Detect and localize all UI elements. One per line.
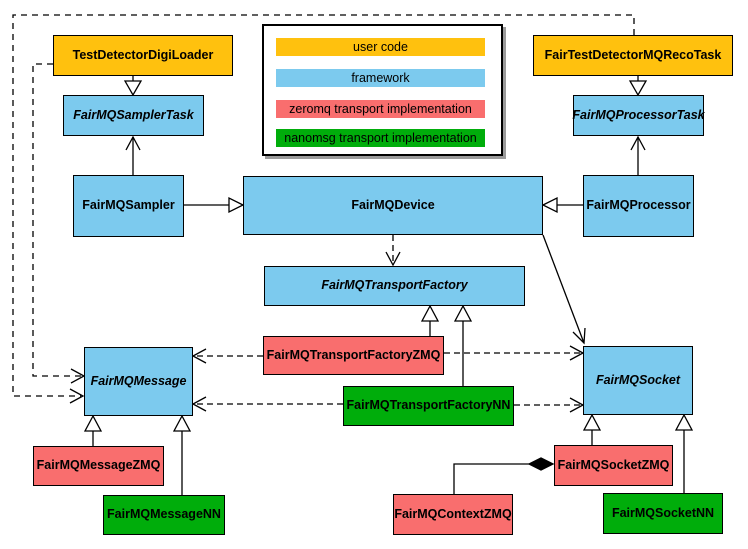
edge-socketnn-socket: [674, 413, 694, 493]
edge-tfnn-message: [191, 396, 343, 412]
edge-processor-processortask: [630, 135, 646, 175]
legend-box: user code framework zeromq transport imp…: [262, 24, 503, 156]
node-fairmqmessage: FairMQMessage: [84, 347, 193, 416]
legend-item-nanomsg: nanomsg transport implementation: [276, 129, 485, 147]
node-fairtestdetectormqrecotask: FairTestDetectorMQRecoTask: [533, 35, 733, 76]
node-fairmqmessagenn: FairMQMessageNN: [103, 495, 225, 535]
edge-tfzmq-message: [191, 348, 263, 364]
legend-item-zeromq: zeromq transport implementation: [276, 100, 485, 118]
node-testdetectordigiloader: TestDetectorDigiLoader: [53, 35, 233, 76]
edge-messagenn-message: [172, 414, 192, 495]
edge-device-socket: [542, 234, 586, 345]
edge-contextzmq-socketzmq: [453, 457, 555, 494]
node-fairmqtransportfactorynn: FairMQTransportFactoryNN: [343, 386, 514, 426]
edge-socketzmq-socket: [582, 413, 602, 445]
node-fairmqcontextzmq: FairMQContextZMQ: [393, 494, 513, 535]
edge-sampler-samplertask: [125, 135, 141, 175]
node-fairmqtransportfactoryzmq: FairMQTransportFactoryZMQ: [263, 336, 444, 375]
edge-recotask-message: [12, 14, 635, 404]
legend-item-user-code: user code: [276, 38, 485, 56]
edge-messagezmq-message: [83, 414, 103, 446]
node-fairmqprocessor: FairMQProcessor: [583, 175, 694, 237]
node-fairmqsocket: FairMQSocket: [583, 346, 693, 415]
edge-device-transportfactory: [385, 235, 401, 267]
node-fairmqsamplertask: FairMQSamplerTask: [63, 95, 204, 136]
node-fairmqtransportfactory: FairMQTransportFactory: [264, 266, 525, 306]
node-fairmqdevice: FairMQDevice: [243, 176, 543, 235]
node-fairmqsampler: FairMQSampler: [73, 175, 184, 237]
edge-tfzmq-socket: [444, 345, 585, 361]
edge-sampler-device: [184, 196, 245, 214]
node-fairmqsocketzmq: FairMQSocketZMQ: [554, 445, 673, 486]
node-fairmqsocketnn: FairMQSocketNN: [603, 493, 723, 534]
edge-tfnn-socket: [514, 397, 585, 413]
edge-processor-device: [541, 196, 583, 214]
edge-recotask-processortask: [628, 76, 648, 97]
legend-item-framework: framework: [276, 69, 485, 87]
edge-loader-samplertask: [123, 76, 143, 97]
edge-tfzmq-transportfactory: [420, 304, 440, 336]
edge-tfnn-transportfactory: [453, 304, 473, 386]
node-fairmqprocessortask: FairMQProcessorTask: [572, 95, 705, 136]
node-fairmqmessagezmq: FairMQMessageZMQ: [33, 446, 164, 486]
